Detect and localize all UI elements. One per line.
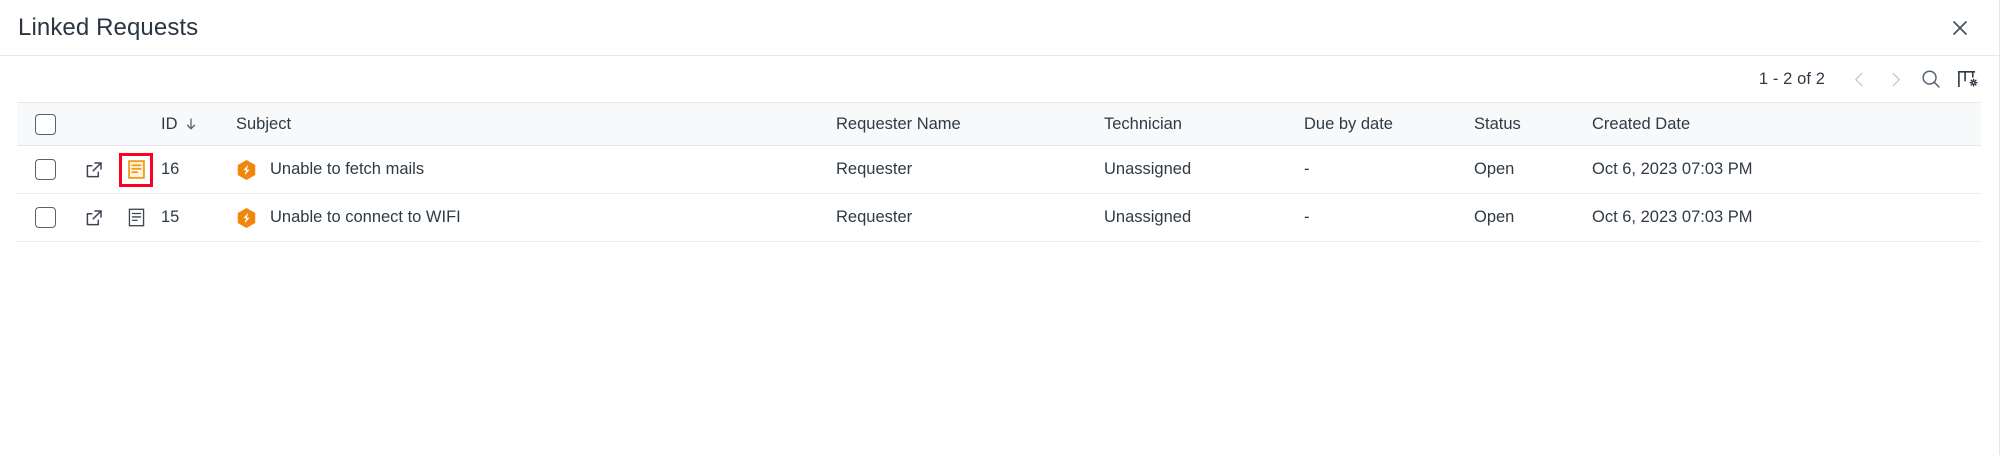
requests-table-wrapper: ID Subject Requester Name Technician Due…	[17, 102, 1981, 455]
column-header-subject[interactable]: Subject	[236, 102, 836, 146]
table-row[interactable]: 15 Unable to connect to WIFI	[17, 193, 1981, 242]
row-requester-name: Requester	[836, 145, 1104, 194]
sort-descending-icon	[184, 117, 198, 131]
row-notes-cell	[119, 193, 161, 242]
table-toolbar: 1 - 2 of 2	[0, 56, 1999, 102]
row-status: Open	[1474, 193, 1592, 242]
priority-hexagon-icon	[236, 207, 257, 229]
table-row[interactable]: 16 Unable to fetch mails R	[17, 145, 1981, 194]
row-subject-link[interactable]: Unable to fetch mails	[270, 160, 425, 178]
row-created-date: Oct 6, 2023 07:03 PM	[1592, 145, 1981, 194]
row-due-by-date: -	[1304, 145, 1474, 194]
open-in-new-icon[interactable]	[79, 203, 109, 233]
column-header-created-date[interactable]: Created Date	[1592, 102, 1981, 146]
table-header-row: ID Subject Requester Name Technician Due…	[17, 102, 1981, 146]
column-header-id-label: ID	[161, 114, 178, 133]
header-open-cell	[79, 102, 119, 146]
request-notes-icon[interactable]	[119, 201, 153, 235]
pagination-count: 1 - 2 of 2	[1758, 69, 1825, 88]
row-technician: Unassigned	[1104, 145, 1304, 194]
row-technician: Unassigned	[1104, 193, 1304, 242]
row-due-by-date: -	[1304, 193, 1474, 242]
request-notes-icon[interactable]	[119, 152, 153, 187]
close-icon[interactable]	[1943, 11, 1977, 45]
linked-requests-table: ID Subject Requester Name Technician Due…	[17, 102, 1981, 242]
row-open-cell	[79, 145, 119, 194]
id-sort-control[interactable]: ID	[161, 115, 198, 134]
row-open-cell	[79, 193, 119, 242]
column-header-due-by-date[interactable]: Due by date	[1304, 102, 1474, 146]
row-requester-name: Requester	[836, 193, 1104, 242]
header-select-all-cell	[17, 102, 79, 146]
column-header-requester-name[interactable]: Requester Name	[836, 102, 1104, 146]
row-id: 16	[161, 145, 236, 194]
row-notes-cell	[119, 145, 161, 194]
row-checkbox[interactable]	[35, 159, 56, 180]
column-header-status[interactable]: Status	[1474, 102, 1592, 146]
table-body: 16 Unable to fetch mails R	[17, 145, 1981, 242]
row-select-cell	[17, 193, 79, 242]
row-subject-link[interactable]: Unable to connect to WIFI	[270, 208, 461, 226]
row-id: 15	[161, 193, 236, 242]
panel-titlebar: Linked Requests	[0, 0, 1999, 56]
select-all-checkbox[interactable]	[35, 113, 56, 135]
open-in-new-icon[interactable]	[79, 155, 109, 185]
column-header-id[interactable]: ID	[161, 102, 236, 146]
row-subject-cell: Unable to connect to WIFI	[236, 193, 836, 242]
row-created-date: Oct 6, 2023 07:03 PM	[1592, 193, 1981, 242]
table-header: ID Subject Requester Name Technician Due…	[17, 102, 1981, 146]
header-note-cell	[119, 102, 161, 146]
column-header-technician[interactable]: Technician	[1104, 102, 1304, 146]
row-subject-cell: Unable to fetch mails	[236, 145, 836, 194]
row-status: Open	[1474, 145, 1592, 194]
row-checkbox[interactable]	[35, 207, 56, 228]
search-icon[interactable]	[1913, 61, 1949, 97]
row-select-cell	[17, 145, 79, 194]
chevron-left-icon[interactable]	[1841, 61, 1877, 97]
page-title: Linked Requests	[18, 13, 199, 41]
column-settings-icon[interactable]	[1949, 61, 1985, 97]
priority-hexagon-icon	[236, 159, 257, 181]
chevron-right-icon[interactable]	[1877, 61, 1913, 97]
